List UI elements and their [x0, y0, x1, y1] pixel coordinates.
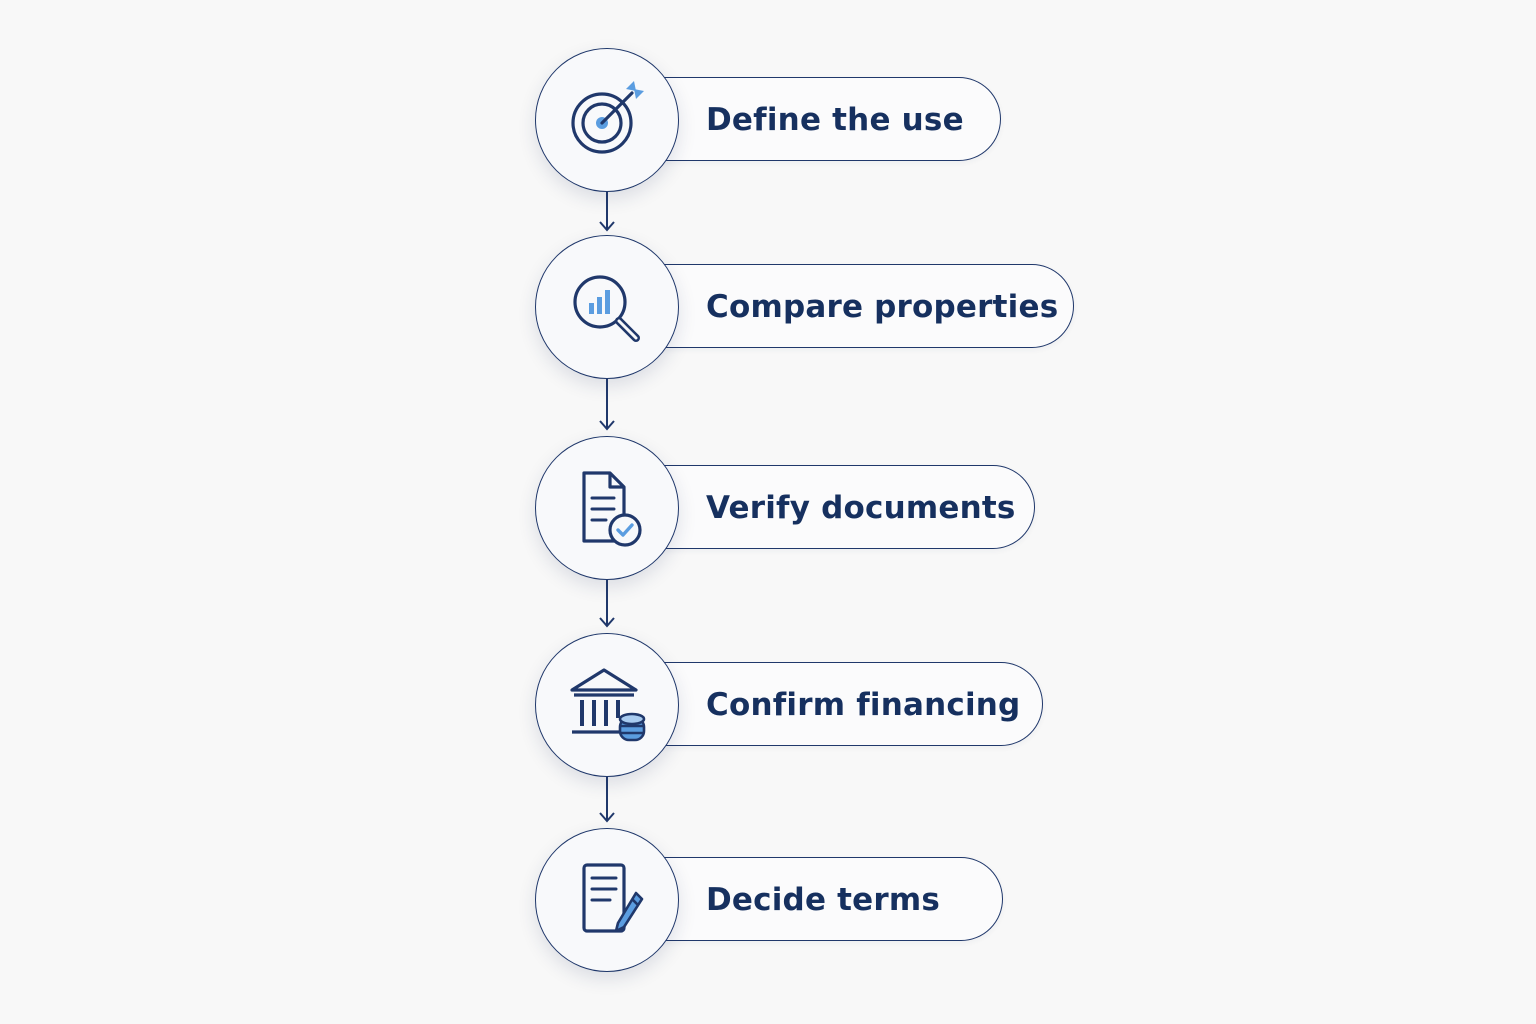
magnifier-chart-icon — [573, 275, 640, 342]
step-icon-circle — [535, 828, 679, 972]
flow-arrow — [596, 379, 618, 431]
step-label: Confirm financing — [706, 687, 1021, 723]
step-label: Compare properties — [706, 289, 1059, 325]
bank-coins-icon — [570, 668, 646, 742]
step-label: Define the use — [706, 102, 964, 138]
step-icon-circle — [535, 436, 679, 580]
step-icon-circle — [535, 235, 679, 379]
flow-arrow — [596, 580, 618, 628]
step-icon-circle — [535, 633, 679, 777]
step-label: Verify documents — [706, 490, 1016, 526]
document-pen-icon — [582, 863, 644, 933]
step-icon-circle — [535, 48, 679, 192]
flow-arrow — [596, 192, 618, 232]
step-label: Decide terms — [706, 882, 941, 918]
step-pill: Compare properties — [603, 264, 1074, 348]
target-arrow-icon — [571, 81, 644, 154]
flow-arrow — [596, 777, 618, 823]
document-check-icon — [582, 471, 642, 547]
